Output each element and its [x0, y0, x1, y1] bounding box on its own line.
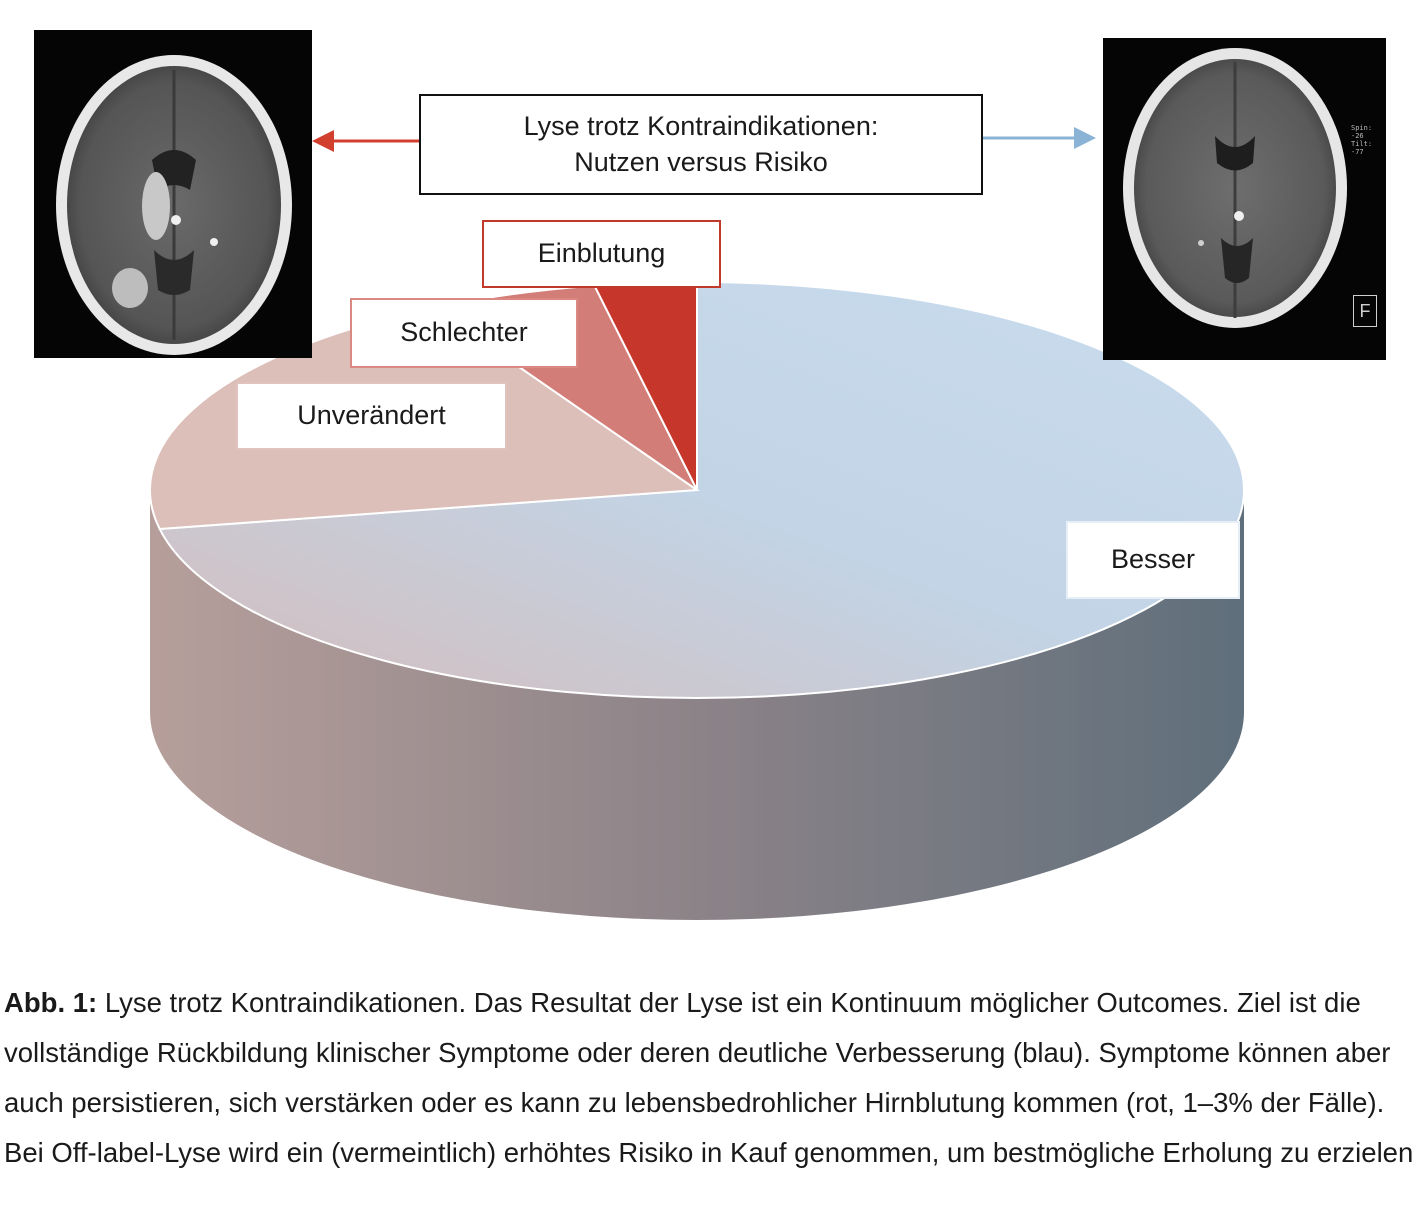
pie-side-surface: [150, 490, 1244, 920]
ct-spin: Spin: -26: [1351, 124, 1373, 140]
arrows: [312, 127, 1096, 152]
title-line-1: Lyse trotz Kontraindikationen:: [523, 111, 879, 142]
ct-corner-letter: F: [1359, 301, 1371, 321]
pie-slice-besser: [158, 280, 1245, 699]
title-box: Lyse trotz Kontraindikationen: Nutzen ve…: [419, 94, 983, 195]
arrow-right-head: [1074, 127, 1096, 149]
pie-chart: [149, 127, 1245, 920]
caption-label: Abb. 1:: [4, 987, 98, 1018]
ct-scan-normal-image: Spin: -26 Tilt: -77 F: [1103, 38, 1386, 360]
caption-text: Lyse trotz Kontraindikationen. Das Resul…: [4, 987, 1414, 1168]
slice-label-schlechter: Schlechter: [350, 298, 578, 368]
title-line-2: Nutzen versus Risiko: [574, 146, 828, 177]
ct-overlay-text: Spin: -26 Tilt: -77: [1351, 124, 1386, 156]
arrow-left-head: [312, 130, 334, 152]
slice-label-einblutung: Einblutung: [482, 220, 721, 288]
ct-scan-hemorrhage-image: [34, 30, 312, 358]
figure-caption: Abb. 1: Lyse trotz Kontraindikationen. D…: [4, 978, 1414, 1178]
ct-tilt: Tilt: -77: [1351, 140, 1373, 156]
figure: Spin: -26 Tilt: -77 F Lyse trotz Kontrai…: [34, 30, 1386, 920]
slice-label-unveraendert: Unverändert: [236, 382, 507, 450]
pie-side-wall: [150, 490, 1244, 920]
pie-slices: [149, 280, 1245, 699]
slice-label-besser: Besser: [1066, 521, 1240, 599]
ct-corner-mark: F: [1353, 295, 1377, 327]
